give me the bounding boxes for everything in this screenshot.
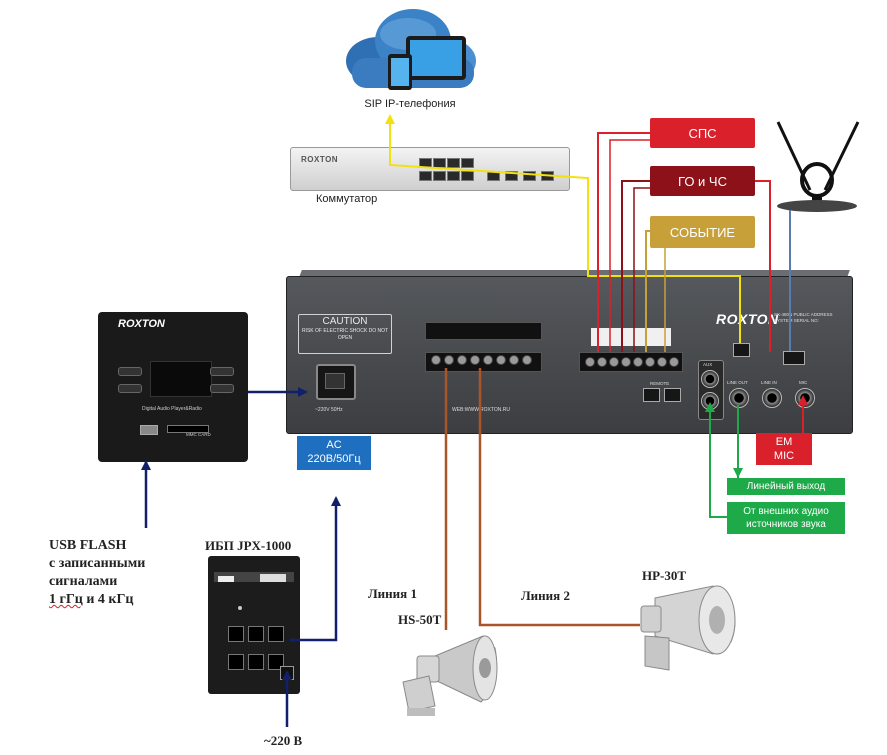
usb-text-line2: с записанными [49, 556, 146, 571]
usb-text-line1: USB FLASH [49, 538, 127, 553]
arrow-sip-up [385, 114, 395, 124]
switch-port [447, 158, 460, 168]
switch-brand: ROXTON [301, 155, 339, 164]
aux-panel [698, 360, 724, 420]
sd-card-slot [167, 425, 209, 433]
network-switch: ROXTON [290, 147, 570, 191]
player-brand: ROXTON [118, 318, 165, 330]
switch-port [505, 171, 518, 181]
horn-speaker-hp30t-icon [640, 585, 736, 671]
arrow-line-out [733, 468, 743, 478]
line-out-jack [729, 388, 749, 408]
player-button [118, 384, 142, 393]
unit-model-text: SX-480N PUBLIC ADDRESS SYSTEM SERIAL NO: [774, 312, 833, 323]
horn-speaker-hs50t-icon [402, 635, 498, 716]
player-display [150, 361, 212, 397]
unit-web-text: WEB:WWW.ROXTON.RU [452, 407, 510, 413]
alarm-go-chs-tag: ГО и ЧС [650, 166, 755, 196]
ac-power-tag: AC 220В/50Гц [297, 436, 371, 470]
player-button [118, 367, 142, 376]
power-inlet-caption: ~220V 50Hz [315, 407, 343, 413]
line-out-tag: Линейный выход [727, 478, 845, 495]
em-mic-tag: EM MIC [756, 433, 812, 465]
usb-text-line3: сигналами [49, 574, 118, 589]
usb-slot [140, 425, 158, 435]
aux-caption: AUX [703, 362, 713, 367]
main-amplifier-unit [286, 276, 853, 434]
switch-port [419, 171, 432, 181]
speaker-model-hp30t: HP-30T [642, 568, 687, 583]
aux-jack-bottom [701, 392, 719, 410]
remote-port-1 [643, 388, 660, 402]
ups-title: ИБП JPX-1000 [205, 538, 292, 553]
power-inlet [316, 364, 356, 400]
line-in-jack [762, 388, 782, 408]
switch-port [461, 158, 474, 168]
caution-text: RISK OF ELECTRIC SHOCK DO NOT OPEN [301, 328, 389, 341]
speaker-model-hs50t: HS-50T [398, 612, 442, 627]
usb-text-line4b: и 4 кГц [82, 592, 134, 607]
player-caption: Digital Audio Player&Radio [142, 406, 202, 412]
ups-unit [208, 556, 300, 694]
player-button [210, 384, 234, 393]
mic-jack [795, 388, 815, 408]
usb-text-line4a: 1 гГц [49, 592, 83, 607]
mains-caption: ~220 В [264, 733, 303, 748]
sd-caption: MMC CARD [186, 432, 211, 437]
caution-title: CAUTION [322, 316, 368, 327]
switch-port [419, 158, 432, 168]
lan-port [733, 343, 750, 357]
line-2-label: Линия 2 [521, 588, 570, 603]
alarm-event-tag: СОБЫТИЕ [650, 216, 755, 248]
unit-brand: ROXTON [716, 311, 779, 327]
cloud-tablets-icon [346, 9, 476, 90]
alarm-terminal-block [579, 352, 683, 372]
switch-port [523, 171, 536, 181]
em-line2: MIC [773, 450, 795, 462]
external-sources-tag: От внешних аудио источников звука [727, 502, 845, 534]
aux-jack-top [701, 370, 719, 388]
cloud-caption: SIP IP-телефония [364, 98, 456, 110]
switch-port [433, 171, 446, 181]
remote-caption: REMOTE [650, 381, 670, 386]
alarm-sps-tag: СПС [650, 118, 755, 148]
line-1-label: Линия 1 [368, 586, 417, 601]
player-button [210, 367, 234, 376]
arrow-ups-ac [331, 496, 341, 506]
mic-caption: MIC [799, 380, 808, 385]
ext-line2: источников звука [746, 519, 826, 530]
switch-caption: Коммутатор [316, 193, 378, 205]
speaker-terminals [425, 322, 540, 370]
switch-port [541, 171, 554, 181]
switch-port [461, 171, 474, 181]
line-out-caption: LINE OUT [727, 380, 748, 385]
em-line1: EM [775, 436, 793, 448]
ac-line1: AC [326, 439, 342, 451]
remote-port-2 [664, 388, 681, 402]
switch-port [433, 158, 446, 168]
caution-label: CAUTION RISK OF ELECTRIC SHOCK DO NOT OP… [298, 314, 392, 354]
switch-port [487, 171, 500, 181]
fm-port [783, 351, 805, 365]
ac-line2: 220В/50Гц [307, 453, 361, 465]
antenna-icon [776, 121, 860, 212]
switch-port [447, 171, 460, 181]
alarm-terminal-labels [591, 328, 671, 346]
line-in-caption: LINE IN [761, 380, 777, 385]
usb-flash-description: USB FLASH с записанными сигналами 1 гГц … [49, 537, 145, 609]
ext-line1: От внешних аудио [743, 506, 829, 517]
